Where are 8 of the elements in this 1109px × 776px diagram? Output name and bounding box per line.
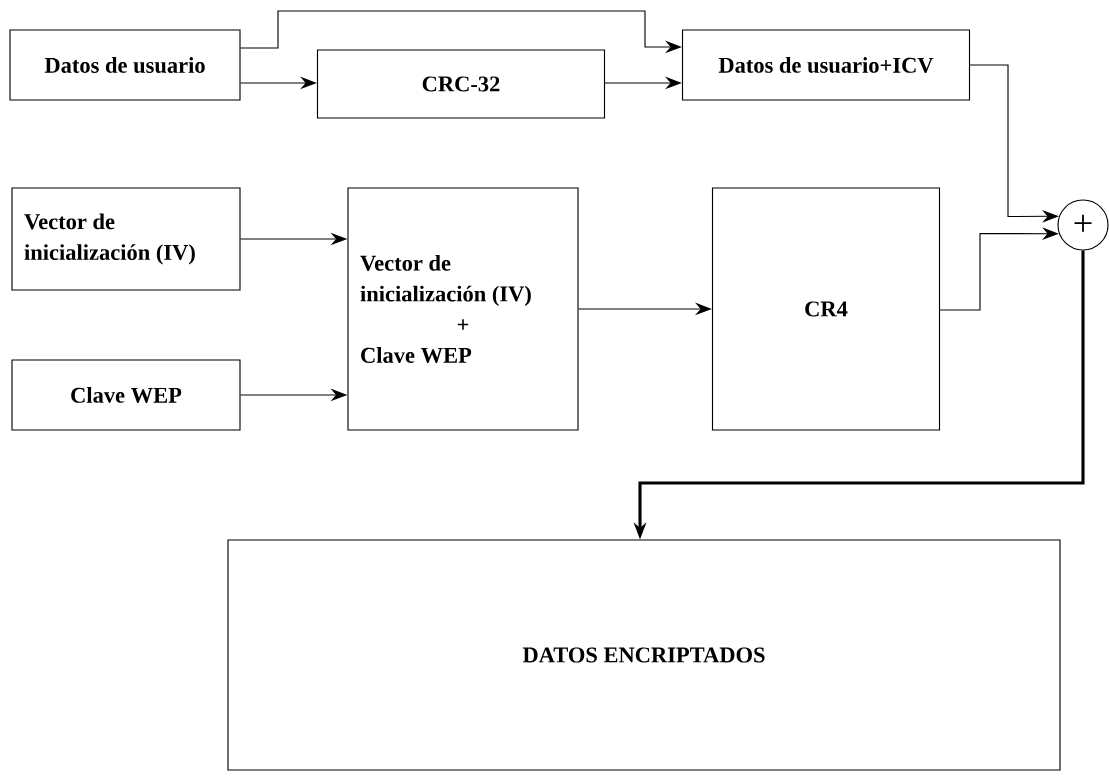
process-box: CRC-32: [316, 49, 606, 119]
process-box: Datos de usuario+ICV: [681, 29, 971, 101]
process-box: Clave WEP: [11, 359, 241, 431]
process-box: Vector de inicialización (IV) + Clave WEP: [347, 187, 579, 431]
process-box: DATOS ENCRIPTADOS: [227, 539, 1061, 771]
process-box: Vector de inicialización (IV): [11, 187, 241, 291]
process-box: Datos de usuario: [9, 29, 241, 101]
process-box: CR4: [711, 187, 941, 431]
